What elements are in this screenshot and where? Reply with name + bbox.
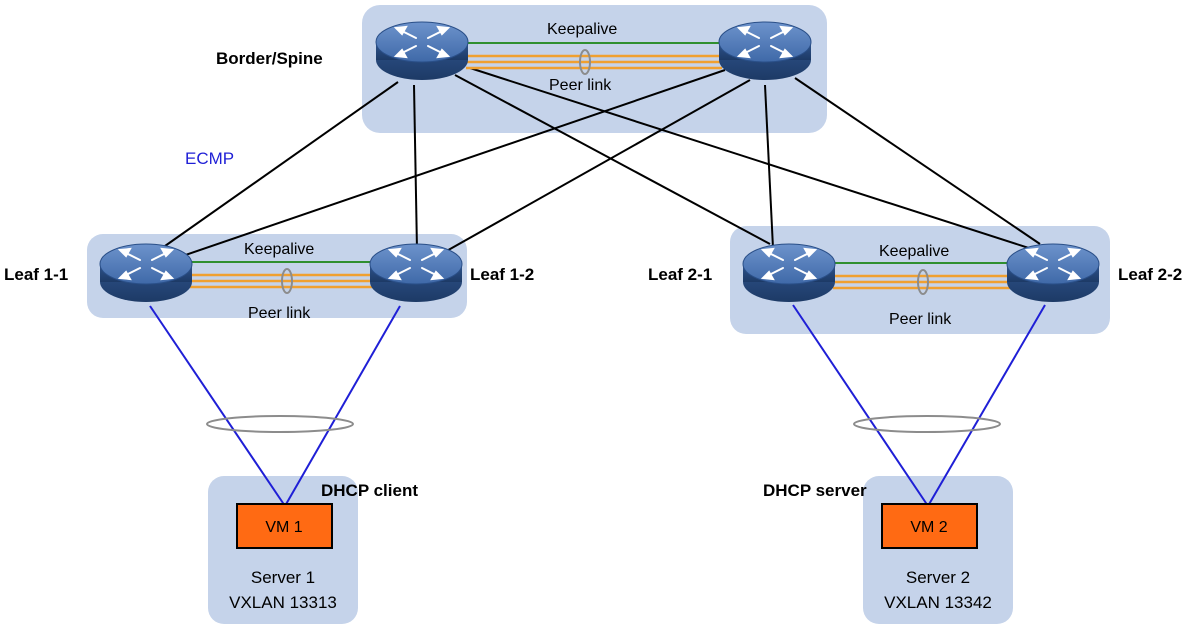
leaf-2-2-label: Leaf 2-2 — [1118, 265, 1182, 284]
leaf2-keepalive-label: Keepalive — [879, 243, 949, 260]
leaf2-peer-link-label: Peer link — [889, 311, 952, 328]
server1-aggregation-ellipse — [206, 415, 354, 433]
leaf-1-2-switch-icon[interactable] — [369, 243, 463, 303]
leaf-2-1-label: Leaf 2-1 — [648, 265, 712, 284]
dhcp-server-label: DHCP server — [763, 481, 867, 500]
uplink-spine2-leaf12 — [442, 79, 751, 254]
server2-vxlan: VXLAN 13342 — [884, 593, 992, 612]
server2-aggregation-ellipse — [853, 415, 1001, 433]
uplink-spine1-leaf11 — [164, 81, 399, 247]
uplink-spine2-leaf21 — [764, 84, 774, 249]
leaf1-interlinks — [190, 261, 373, 294]
downlink-leaf11-vm1 — [149, 305, 286, 507]
uplink-spine2-leaf22 — [794, 77, 1041, 245]
leaf-1-1-label: Leaf 1-1 — [4, 265, 68, 284]
server2-name: Server 2 — [906, 568, 970, 587]
spine-interlinks — [466, 42, 722, 75]
leaf-2-1-switch-icon[interactable] — [742, 243, 836, 303]
vm1-label: VM 1 — [265, 519, 302, 536]
leaf2-interlinks — [833, 262, 1010, 295]
spine-2-switch-icon[interactable] — [718, 21, 812, 81]
downlinks — [149, 304, 1046, 507]
leaf1-peer-link-ellipse — [281, 268, 293, 294]
ecmp-label: ECMP — [185, 149, 234, 168]
spine-peer-link-label: Peer link — [549, 77, 612, 94]
uplinks — [164, 67, 1041, 263]
leaf1-peer-link-label: Peer link — [248, 305, 311, 322]
downlink-leaf22-vm2 — [927, 304, 1046, 507]
spine-keepalive-label: Keepalive — [547, 21, 617, 38]
uplink-spine2-leaf11 — [164, 69, 726, 263]
downlink-leaf12-vm1 — [284, 305, 401, 507]
dhcp-client-label: DHCP client — [321, 481, 418, 500]
downlink-leaf21-vm2 — [792, 304, 929, 507]
server1-name: Server 1 — [251, 568, 315, 587]
uplink-spine1-leaf22 — [469, 67, 1036, 251]
server1-vxlan: VXLAN 13313 — [229, 593, 337, 612]
spine-peer-link-ellipse — [579, 49, 591, 75]
leaf-2-2-switch-icon[interactable] — [1006, 243, 1100, 303]
leaf1-keepalive-label: Keepalive — [244, 241, 314, 258]
border-spine-label: Border/Spine — [216, 49, 323, 68]
uplink-spine1-leaf21 — [454, 74, 771, 245]
leaf-1-2-label: Leaf 1-2 — [470, 265, 534, 284]
leaf2-peer-link-ellipse — [917, 269, 929, 295]
vm2-label: VM 2 — [910, 519, 947, 536]
leaf-1-1-switch-icon[interactable] — [99, 243, 193, 303]
uplink-spine1-leaf12 — [413, 84, 418, 251]
spine-1-switch-icon[interactable] — [375, 21, 469, 81]
vm1-box[interactable] — [236, 503, 333, 549]
vm2-box[interactable] — [881, 503, 978, 549]
